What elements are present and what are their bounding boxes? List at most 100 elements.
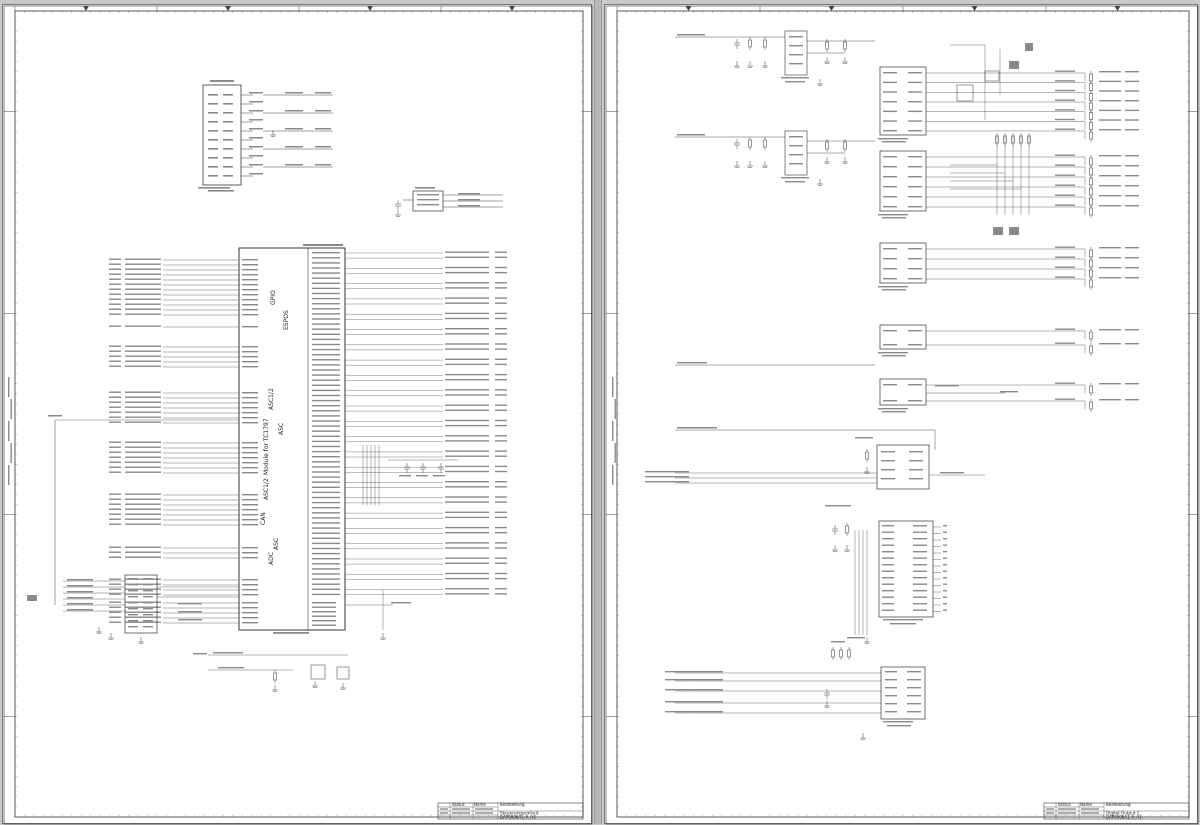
title-block-col-name: Name [474,802,486,807]
transistor-array [956,84,974,102]
net-label-mark [882,544,894,546]
net-label-mark [312,405,340,407]
net-label-mark [125,411,161,413]
net-label-mark [125,493,161,495]
net-label-mark [242,284,258,286]
net-label-mark [445,465,489,468]
net-label-mark [312,445,340,448]
net-label-mark [445,547,489,549]
net-label-mark [1055,89,1075,92]
net-label-mark [125,360,161,362]
net-label-mark [312,558,340,560]
net-label-mark [125,401,161,403]
net-label-mark [1055,118,1075,121]
net-label-mark [285,128,303,130]
net-label-mark [883,186,897,188]
net-label-mark [645,481,689,483]
net-label-mark [109,546,121,548]
net-label-mark [913,590,927,592]
net-label-mark [242,579,258,581]
net-label-mark [312,277,340,279]
title-block-title: Steuerungseinheit [500,811,539,816]
net-label-mark [445,409,489,411]
net-label-mark [285,110,303,112]
net-label-mark [1055,382,1075,384]
ground-symbol [824,57,830,64]
net-label-mark [907,695,921,697]
resistor-symbol [1089,329,1093,342]
net-label-mark [312,624,336,626]
net-label-mark [125,593,161,595]
net-label-mark [210,80,234,82]
net-label-mark [143,596,153,598]
net-label-mark [242,417,258,419]
net-label-mark [125,273,161,275]
net-label-mark [943,525,947,527]
net-label-mark [242,407,258,409]
resistor-body [1089,207,1093,216]
resistor-body [865,451,869,460]
sheet-1-drawing: Module for TC1797GPIOESPOSASC1/2ASCADCCA… [3,5,593,825]
net-label-mark [285,164,303,166]
net-label-mark [312,522,340,524]
resistor-body [825,41,829,50]
net-label-mark [109,258,121,260]
net-label-mark [1055,128,1075,130]
net-label-mark [445,256,489,258]
net-label-mark [882,564,894,566]
net-label-mark [312,481,340,483]
net-label-mark [883,278,897,280]
net-label-mark [882,557,894,559]
net-label-mark [882,538,894,540]
net-label-mark [312,374,340,376]
resistor-body [825,141,829,150]
net-label-mark [445,562,489,564]
net-label-mark [242,514,258,516]
capacitor-symbol [734,39,740,49]
net-label-mark [881,460,895,462]
mcu-module-label: Module for TC1797 [263,418,270,475]
net-label-mark [1125,109,1139,112]
net-label-mark [1125,90,1139,92]
net-label-mark [908,120,922,122]
net-label-mark [1125,247,1139,249]
net-label-mark [312,542,340,545]
net-label-mark [67,579,93,581]
resistor-body [1089,83,1093,91]
resistor-body [839,649,843,658]
net-label-mark [495,435,507,437]
net-label-mark [908,176,922,178]
net-label-mark [109,466,121,468]
net-label-mark [445,577,489,580]
net-label-mark [242,509,258,511]
net-label-mark [249,110,263,112]
net-label-mark [415,187,435,189]
resistor-body [1089,102,1093,111]
net-label-mark [312,496,340,499]
net-label-mark [1125,343,1139,345]
small-ic-block [395,187,503,217]
net-label-mark [109,391,121,393]
net-label-mark [495,577,507,580]
resistor-symbol [1089,383,1093,396]
net-label-mark [445,419,489,422]
net-label-mark [109,493,121,495]
net-label-mark [993,227,1003,235]
sheet-splitter[interactable] [594,0,602,824]
net-label-mark [495,312,507,315]
net-label-mark [125,546,161,548]
net-label-mark [312,292,340,295]
net-label-mark [452,808,470,810]
net-label-mark [312,552,340,555]
net-label-mark [789,163,803,165]
ground-symbol [747,161,753,168]
net-label-mark [495,532,507,534]
capacitor-symbol [420,463,426,473]
net-label-mark [495,333,507,335]
net-label-mark [67,597,93,599]
net-label-mark [312,602,336,604]
zone-marker [971,6,978,11]
